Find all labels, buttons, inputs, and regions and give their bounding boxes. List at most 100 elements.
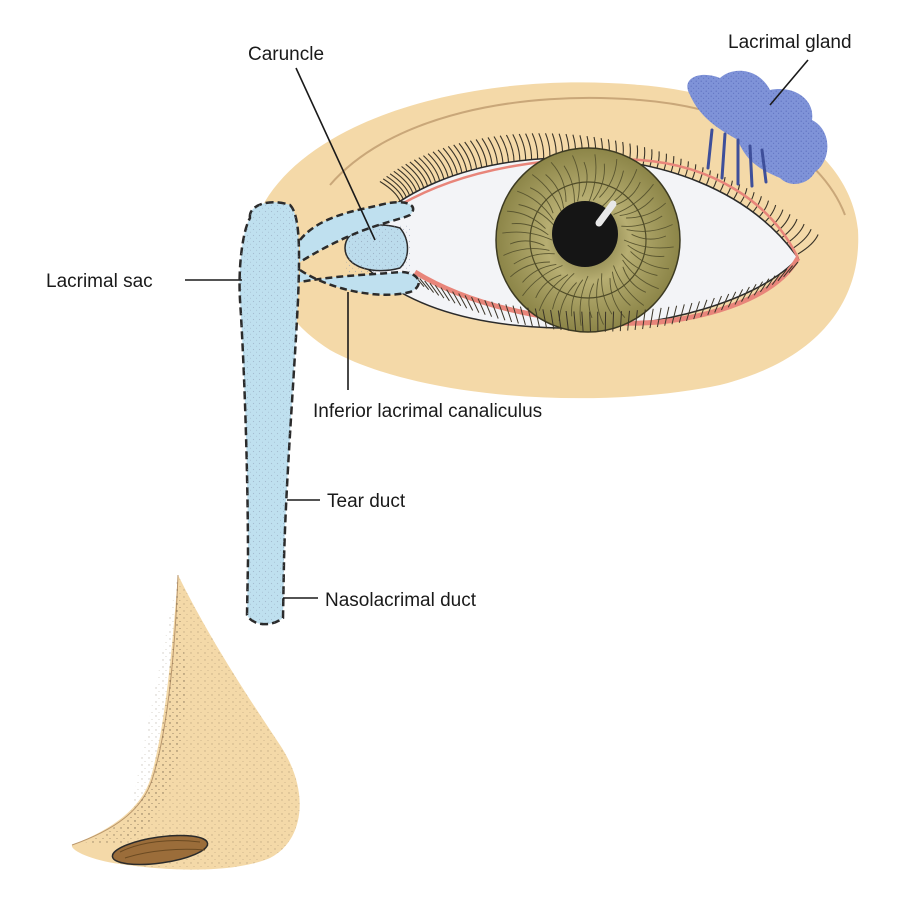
iris-fibre [630,251,670,270]
lacrimal-gland [687,70,828,188]
iris-fibre [626,202,667,219]
iris-fibre [611,271,631,306]
iris-fibre [601,273,613,315]
iris-fibre [518,204,556,227]
iris-fibre [621,215,663,227]
lower-eyelash [700,299,708,318]
iris-fibre [535,274,562,299]
duct-texture [239,202,300,625]
iris-fibre [503,248,550,256]
lower-eyelash [424,280,434,293]
lower-eyelash [642,309,646,330]
lower-eyelash [527,307,533,327]
iris-fibre [581,161,588,197]
iris-fibre [620,253,658,276]
iris-fibre [619,197,654,217]
upper-lid-margin [399,157,800,259]
lower-eyelash [627,310,630,331]
iris-fibre [614,181,641,206]
corneal-highlight [595,200,617,227]
iris-fibre [572,155,580,202]
iris-fibre [622,266,647,293]
label-lacrimal-sac: Lacrimal sac [46,271,153,292]
label-lacrimal-gland: Lacrimal gland [728,32,852,53]
iris-fibre [511,223,549,236]
iris-fibre [529,187,554,214]
label-nasolacrimal-duct: Nasolacrimal duct [325,590,477,611]
iris-fibre [545,174,565,209]
iris-fibre [531,174,563,215]
upper-eyelash [401,166,421,191]
lacrimal-duct-system [238,200,420,626]
iris-fibre [509,261,550,278]
lower-eyelash [581,311,584,332]
iris-fibre [587,154,597,205]
lower-eyelash [589,311,591,332]
lower-eyelash [491,301,499,319]
iris-fibre [623,239,674,249]
iris-fibre [550,161,567,202]
lower-eyelash [753,281,764,296]
lower-eyelash [656,307,662,328]
inferior-canaliculus [299,268,420,296]
lower-eyelash [759,278,770,293]
iris-fibre [596,278,604,325]
iris-fibre [517,190,554,221]
upper-eyelash [382,178,404,200]
upper-eyelash [797,234,819,255]
lower-lid-margin [413,256,801,326]
iris-fibre [613,265,645,306]
lower-eyelash [464,295,474,311]
leader-caruncle [295,67,376,241]
lower-eyelash [771,272,782,285]
lower-eyelash [484,300,493,317]
lower-eyelash [686,302,693,322]
superior-canaliculus [299,200,415,264]
lower-eyelash [734,289,744,305]
lower-eyelash [542,309,548,329]
lower-eyelash [678,304,685,323]
lower-eyelash [458,293,468,309]
iris-fibre [552,272,575,310]
iris-fibre [509,240,545,247]
iris-fibre [609,278,626,319]
lower-eyelash [714,295,722,313]
iris-fibre [627,244,665,257]
lower-eyelash [419,278,430,291]
upper-eyelash [379,181,401,202]
upper-eyelash [409,161,429,188]
lower-eyelash [512,305,519,324]
iris-fibre [538,274,569,311]
lower-eyelash [573,311,577,332]
lower-eyelash [519,306,526,326]
iris-fibre [513,253,555,265]
upper-eyelash [389,173,411,196]
lower-eyelash [741,286,750,302]
iris-fibre [626,224,673,232]
lower-eyelash [505,304,513,323]
nostril [111,834,209,866]
iris-fibre [522,265,563,297]
iris-fibre [579,275,589,326]
lower-eyelash [693,301,700,320]
lower-eyelash [550,309,555,330]
leader-lacrimal-gland [769,59,809,106]
label-inferior-canaliculus: Inferior lacrimal canaliculus [313,401,542,422]
iris-fibre [506,210,546,229]
iris-fibre [613,183,654,215]
iris-fibre [599,158,618,198]
lower-eyelash [727,291,737,308]
iris-fibre [601,170,624,208]
label-caruncle: Caruncle [248,44,324,65]
upper-eyelash [413,159,433,186]
iris-fibre [592,163,605,201]
lower-eyelash [747,284,757,299]
upper-eyelash [393,170,414,194]
lower-eyelash [649,308,654,329]
upper-eyelash [405,163,425,189]
lower-eyelash [777,268,788,282]
lower-eyelash [498,302,506,321]
lower-eyelash [619,311,622,332]
nose [71,574,300,870]
